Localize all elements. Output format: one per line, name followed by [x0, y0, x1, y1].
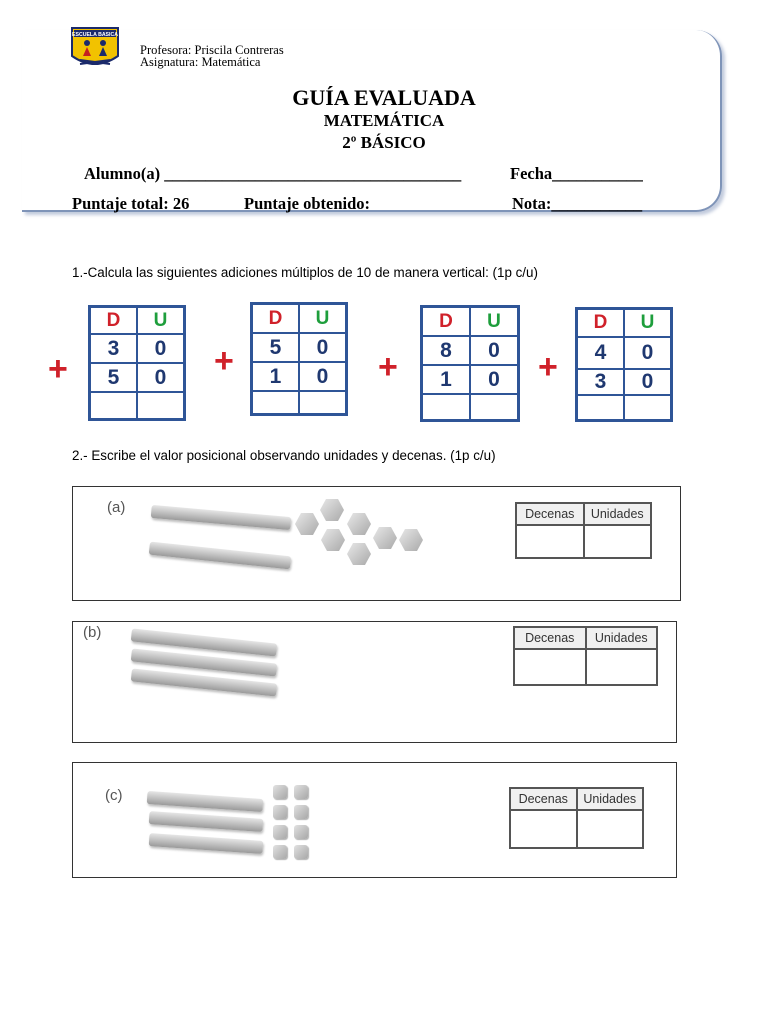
tens-rod [150, 504, 292, 531]
digit: 4 [577, 337, 624, 369]
units-header: U [137, 307, 184, 334]
digit: 3 [577, 369, 624, 395]
page-subtitle: MATEMÁTICA [323, 111, 445, 130]
decenas-header: Decenas [510, 788, 577, 810]
decenas-header: Decenas [516, 503, 584, 525]
unidades-answer[interactable] [583, 525, 651, 558]
decenas-header: Decenas [514, 627, 586, 649]
digit: 3 [90, 334, 137, 363]
unidades-header: Unidades [583, 503, 651, 525]
digit: 0 [137, 334, 184, 363]
decenas-answer[interactable] [510, 810, 577, 848]
exercise-label: (a) [107, 499, 126, 516]
tens-rod [148, 833, 264, 854]
unit-cube [295, 513, 319, 535]
exercise-a-box: (a) Decenas Unidades [72, 486, 681, 601]
plus-sign: + [538, 348, 558, 386]
date-field[interactable]: Fecha___________ [510, 164, 643, 183]
units-header: U [470, 307, 518, 336]
unit-cube [273, 845, 287, 859]
addition-table: D U 5 0 1 0 [250, 302, 348, 416]
tens-header: D [422, 307, 470, 336]
tens-header: D [252, 304, 299, 333]
digit: 0 [624, 369, 671, 395]
place-value-table: Decenas Unidades [513, 626, 658, 686]
unit-cube [294, 825, 308, 839]
unit-cube [273, 805, 287, 819]
school-logo: ESCUELA BASICA [71, 27, 119, 65]
tens-header: D [577, 309, 624, 337]
unidades-answer[interactable] [585, 649, 657, 685]
unit-cube [320, 499, 344, 521]
digit: 1 [422, 365, 470, 394]
section1-instruction: 1.-Calcula las siguientes adiciones múlt… [72, 265, 538, 280]
total-score: Puntaje total: 26 [72, 194, 190, 213]
exercise-b-box: (b) Decenas Unidades [72, 621, 677, 743]
plus-sign: + [48, 350, 68, 388]
grade-level: 2º BÁSICO [342, 133, 426, 152]
exercise-label: (b) [83, 624, 102, 641]
unit-cube [294, 785, 308, 799]
page-title: GUÍA EVALUADA [292, 85, 476, 110]
answer-cell-tens[interactable] [577, 395, 624, 420]
digit: 1 [252, 362, 299, 391]
place-value-table: Decenas Unidades [515, 502, 652, 559]
logo-text: ESCUELA BASICA [72, 32, 118, 38]
decenas-answer[interactable] [516, 525, 584, 558]
answer-cell-units[interactable] [470, 394, 518, 420]
decenas-answer[interactable] [514, 649, 586, 685]
tens-rod [146, 790, 264, 813]
unit-cube [294, 845, 308, 859]
digit: 0 [137, 363, 184, 392]
digit: 0 [624, 337, 671, 369]
digit: 0 [470, 365, 518, 394]
digit: 5 [90, 363, 137, 392]
unit-cube [321, 529, 345, 551]
unit-cube [294, 805, 308, 819]
addition-table: D U 8 0 1 0 [420, 305, 520, 422]
exercise-label: (c) [105, 787, 123, 804]
answer-cell-units[interactable] [299, 391, 346, 414]
unit-cube [273, 785, 287, 799]
grade-field[interactable]: Nota:___________ [512, 194, 643, 213]
plus-sign: + [214, 342, 234, 380]
digit: 5 [252, 333, 299, 362]
unidades-header: Unidades [576, 788, 643, 810]
digit: 0 [470, 336, 518, 365]
teacher-name: Profesora: Priscila Contreras [140, 43, 284, 57]
section2-instruction: 2.- Escribe el valor posicional observan… [72, 448, 496, 463]
unit-cube [373, 527, 397, 549]
unit-cube [347, 513, 371, 535]
plus-sign: + [378, 348, 398, 386]
place-value-table: Decenas Unidades [509, 787, 644, 849]
unidades-answer[interactable] [576, 810, 643, 848]
answer-cell-units[interactable] [137, 392, 184, 419]
subject-name: Asignatura: Matemática [140, 55, 261, 69]
answer-cell-tens[interactable] [422, 394, 470, 420]
addition-table: D U 4 0 3 0 [575, 307, 673, 422]
unit-cube [399, 529, 423, 551]
answer-cell-tens[interactable] [90, 392, 137, 419]
tens-rod [148, 541, 292, 570]
tens-header: D [90, 307, 137, 334]
unit-cube [273, 825, 287, 839]
answer-cell-units[interactable] [624, 395, 671, 420]
tens-rod [148, 811, 264, 832]
exercise-c-box: (c) Decenas Unidades [72, 762, 677, 878]
units-header: U [624, 309, 671, 337]
answer-cell-tens[interactable] [252, 391, 299, 414]
digit: 0 [299, 333, 346, 362]
units-header: U [299, 304, 346, 333]
student-name-field[interactable]: Alumno(a) ______________________________… [84, 164, 462, 183]
header-frame [22, 30, 722, 212]
unit-cube [347, 543, 371, 565]
digit: 8 [422, 336, 470, 365]
addition-table: D U 3 0 5 0 [88, 305, 186, 421]
obtained-score[interactable]: Puntaje obtenido: [244, 194, 371, 213]
digit: 0 [299, 362, 346, 391]
unidades-header: Unidades [585, 627, 657, 649]
